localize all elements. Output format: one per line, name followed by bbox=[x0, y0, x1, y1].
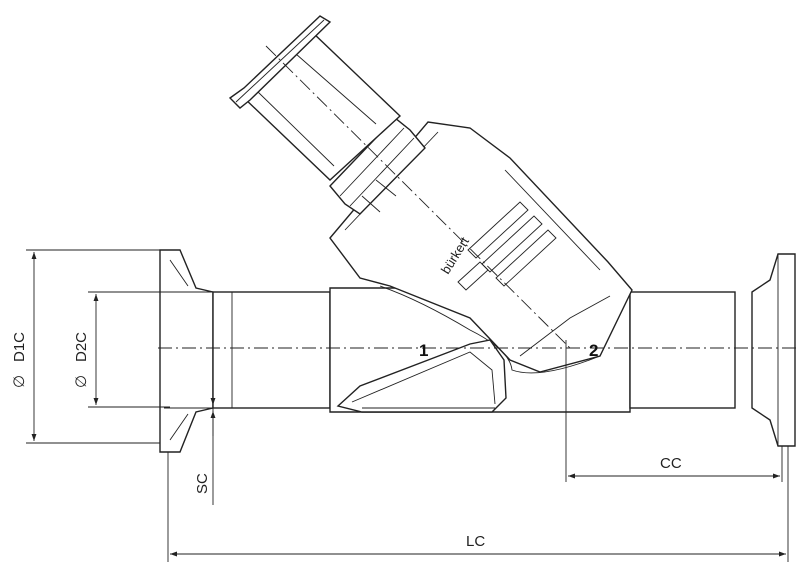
dimension-lines bbox=[26, 249, 789, 562]
port-outlet-label: 2 bbox=[589, 341, 598, 360]
port-inlet-label: 1 bbox=[419, 341, 428, 360]
flow-wedge bbox=[336, 339, 507, 413]
sc-label: SC bbox=[194, 473, 211, 494]
vent-slots bbox=[457, 201, 557, 291]
d1c-diameter-symbol: ∅ bbox=[11, 375, 28, 388]
d2c-label: D2C bbox=[73, 332, 90, 362]
cc-label: CC bbox=[660, 455, 682, 472]
lc-label: LC bbox=[466, 533, 485, 550]
d2c-diameter-symbol: ∅ bbox=[73, 375, 90, 388]
d1c-label: D1C bbox=[11, 332, 28, 362]
